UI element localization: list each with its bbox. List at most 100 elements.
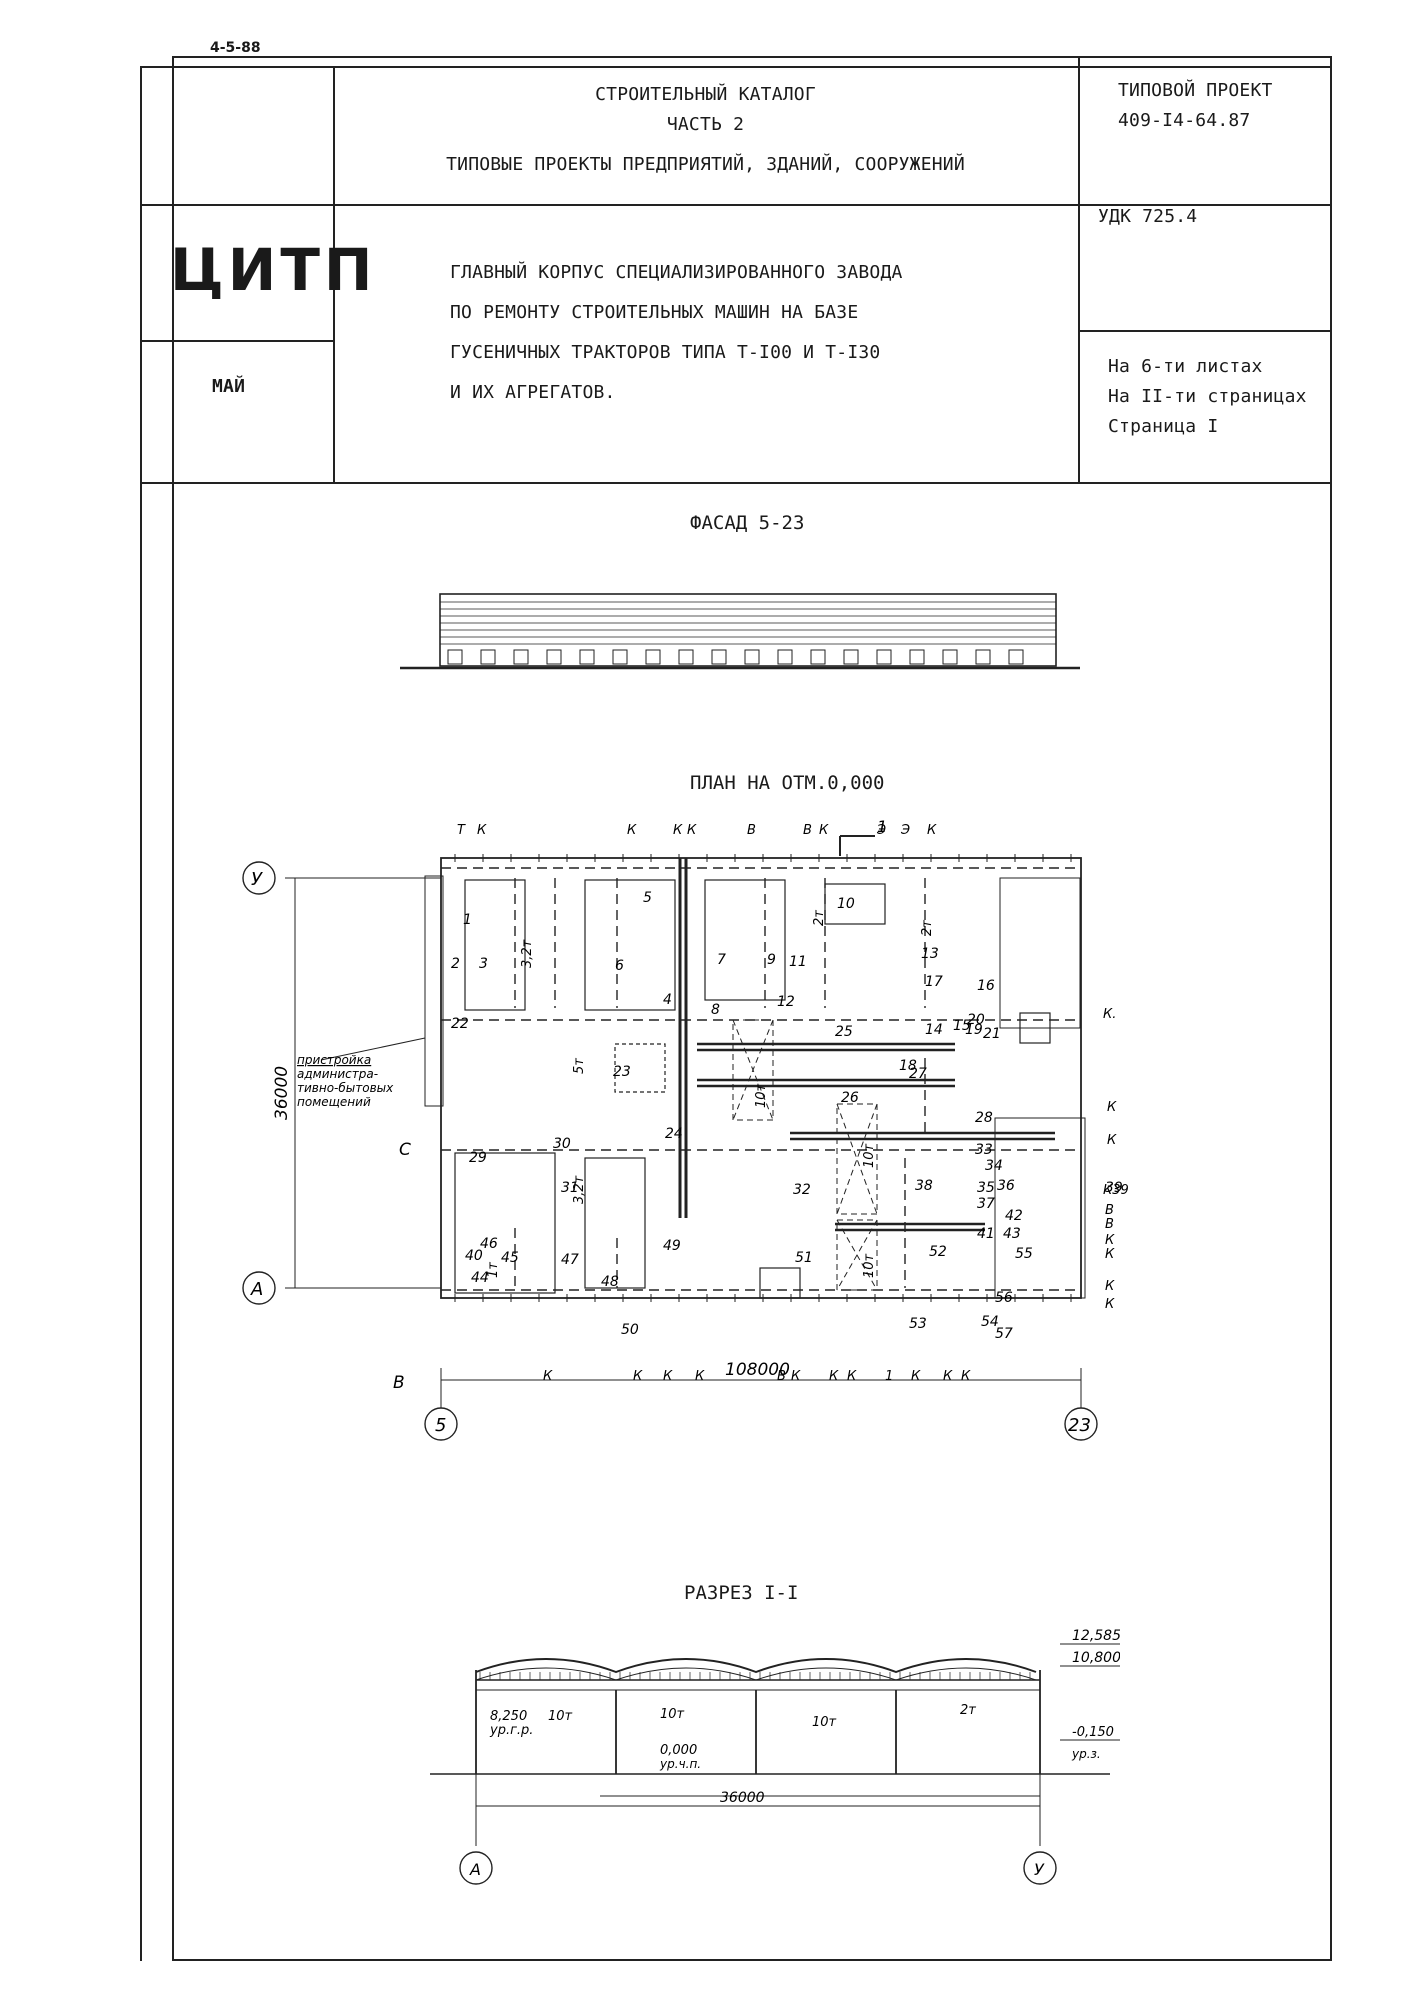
stamp-date: 4-5-88 [210, 40, 261, 56]
room-label: 35 [977, 1180, 995, 1196]
cut-ground-label: ур.з. [1071, 1747, 1101, 1761]
cut-title: РАЗРЕЗ I-I [684, 1582, 799, 1604]
room-label: 15 [953, 1018, 971, 1034]
room-label: 19 [965, 1022, 983, 1038]
bottom-marker: К [633, 1369, 643, 1384]
plan-title: ПЛАН НА ОТМ.0,000 [690, 772, 885, 794]
top-marker: К [477, 823, 487, 838]
page-number: Страница I [1108, 416, 1219, 437]
room-label: 11 [789, 954, 807, 970]
room-label: 42 [1005, 1208, 1023, 1224]
room-label: 23 [613, 1064, 631, 1080]
right-marker: К [1105, 1233, 1115, 1248]
room-label: 29 [469, 1150, 487, 1166]
floor-plan: У А 5 23 36000 108000 С В 1 пристройка а… [242, 817, 1129, 1441]
right-marker: К [1107, 1100, 1117, 1115]
room-label: 31 [561, 1180, 579, 1196]
crane-label: 10т [862, 1253, 877, 1278]
room-label: 5 [643, 890, 652, 906]
bottom-marker: К [695, 1369, 705, 1384]
catalog-line1: СТРОИТЕЛЬНЫЙ КАТАЛОГ [595, 84, 816, 105]
cut-elev-ground: -0,150 [1072, 1725, 1114, 1740]
bottom-marker: К [943, 1369, 953, 1384]
room-label: 2 [451, 956, 460, 972]
room-label: 55 [1015, 1246, 1033, 1262]
crane-label: 3,2т [572, 1175, 587, 1204]
room-label: 12 [777, 994, 795, 1010]
room-label: 7 [717, 952, 726, 968]
room-label: 14 [925, 1022, 943, 1038]
issue-month: МАЙ [212, 376, 246, 397]
cut-axis-right: У [1034, 1860, 1045, 1879]
cut-rail-label: ур.г.р. [489, 1723, 533, 1738]
cut-crane-4: 2т [960, 1703, 976, 1718]
annex-note-2: администра- [297, 1067, 378, 1081]
crane-label: 1т [486, 1262, 501, 1278]
cut-elev-rail: 8,250 [490, 1709, 527, 1724]
room-label: 22 [451, 1016, 469, 1032]
bottom-marker: К [543, 1369, 553, 1384]
title-line4: И ИХ АГРЕГАТОВ. [450, 382, 616, 403]
right-marker: К [1105, 1279, 1115, 1294]
right-marker: К [1105, 1247, 1115, 1262]
bottom-marker: К [961, 1369, 971, 1384]
plan-letter-c: С [399, 1140, 411, 1160]
top-marker: В [803, 823, 812, 838]
sheets-count: На 6-ти листах [1108, 356, 1263, 377]
title-top-line [140, 66, 1330, 68]
bottom-marker: К [911, 1369, 921, 1384]
room-label: 6 [615, 958, 624, 974]
title-line1: ГЛАВНЫЙ КОРПУС СПЕЦИАЛИЗИРОВАННОГО ЗАВОД… [450, 262, 903, 283]
plan-axis-right: 23 [1068, 1415, 1091, 1436]
plan-dim-vertical: 36000 [272, 1066, 292, 1120]
room-label: 3 [479, 956, 488, 972]
room-label: 30 [553, 1136, 571, 1152]
room-label: 13 [921, 946, 939, 962]
project-number: 409-I4-64.87 [1118, 110, 1251, 131]
cut-elev-top: 12,585 [1072, 1628, 1120, 1644]
room-label: 16 [977, 978, 995, 994]
room-label: 25 [835, 1024, 853, 1040]
room-label: 41 [977, 1226, 995, 1242]
title-right-divider [1078, 58, 1080, 484]
title-right-split [1080, 330, 1330, 332]
section-cut: 12,585 10,800 8,250 ур.г.р. 10т 10т 10т … [430, 1628, 1120, 1885]
room-label: 43 [1003, 1226, 1021, 1242]
top-marker: К [687, 823, 697, 838]
bottom-marker: В [777, 1369, 786, 1384]
annex-note-1: пристройка [297, 1053, 371, 1067]
cut-crane-1: 10т [548, 1709, 573, 1724]
room-label: 24 [665, 1126, 683, 1142]
room-label: 26 [841, 1090, 859, 1106]
plan-axis-top: У [251, 869, 263, 890]
room-label: 57 [995, 1326, 1013, 1342]
cut-crane-3: 10т [812, 1715, 837, 1730]
crane-label: 2т [920, 920, 935, 936]
bottom-marker: К [663, 1369, 673, 1384]
title-bottom-line [140, 482, 1330, 484]
top-marker: Э [900, 823, 910, 838]
room-label: 49 [663, 1238, 681, 1254]
cut-elev-ridge: 10,800 [1072, 1650, 1120, 1666]
plan-axis-left: 5 [435, 1415, 446, 1436]
right-marker: В [1105, 1203, 1114, 1218]
plan-dim-horizontal: 108000 [725, 1360, 790, 1380]
room-label: 34 [985, 1158, 1003, 1174]
room-label: 21 [983, 1026, 1001, 1042]
room-label: 51 [795, 1250, 813, 1266]
bottom-marker: 1 [885, 1369, 893, 1384]
room-label: 36 [997, 1178, 1015, 1194]
room-label: 44 [471, 1270, 489, 1286]
org-logo: ЦИТП [170, 236, 377, 304]
crane-label: 3,2т [520, 939, 535, 968]
right-marker: К [1107, 1133, 1117, 1148]
bottom-marker: К [829, 1369, 839, 1384]
right-marker: К [1105, 1297, 1115, 1312]
room-label: 46 [480, 1236, 498, 1252]
room-label: 40 [465, 1248, 483, 1264]
room-label: 28 [975, 1110, 993, 1126]
title-left-divider [333, 66, 335, 484]
room-label: 48 [601, 1274, 619, 1290]
crane-label: 2т [812, 910, 827, 926]
facade-title: ФАСАД 5-23 [690, 512, 805, 534]
